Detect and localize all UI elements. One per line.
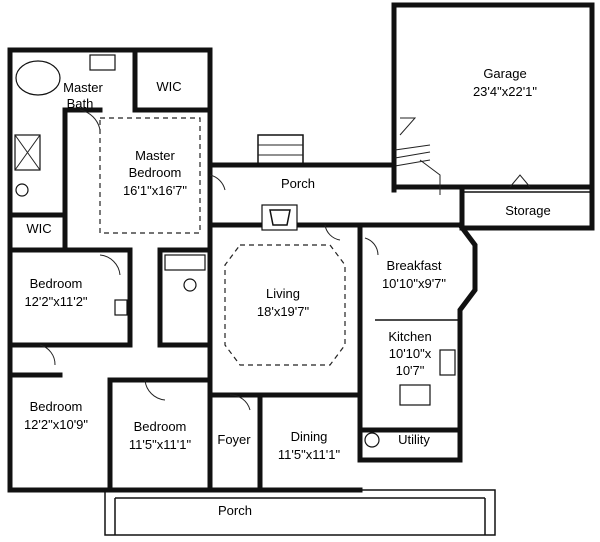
breakfast-dims: 10'10"x9'7"	[382, 276, 446, 291]
kitchen-name: Kitchen	[388, 329, 431, 344]
living-name: Living	[266, 286, 300, 301]
back-porch-name: Porch	[281, 176, 315, 191]
tub-icon	[15, 60, 61, 96]
dining-name: Dining	[291, 429, 328, 444]
living-dims: 18'x19'7"	[257, 304, 310, 319]
back-porch-steps	[257, 134, 304, 166]
front-porch-name: Porch	[218, 503, 252, 518]
bedroom-2-name: Bedroom	[30, 276, 83, 291]
bedroom-4-dims: 11'5"x11'1"	[129, 437, 192, 452]
foyer-name: Foyer	[217, 432, 251, 447]
garage-name: Garage	[483, 66, 526, 81]
master-bedroom-line1: Master	[135, 148, 175, 163]
kitchen-dims-line1: 10'10"x	[389, 346, 432, 361]
bath-toilet-icon	[183, 278, 197, 292]
front-porch	[104, 489, 496, 536]
garage-room	[391, 2, 595, 231]
doors	[39, 109, 379, 411]
stove-icon	[399, 384, 431, 406]
storage-name: Storage	[505, 203, 551, 218]
garage-dims: 23'4"x22'1"	[473, 84, 537, 99]
dining-dims: 11'5"x11'1"	[278, 447, 341, 462]
utility-name: Utility	[398, 432, 430, 447]
master-bedroom-line2: Bedroom	[129, 165, 182, 180]
interior-walls	[7, 47, 463, 493]
fireplace-icon	[261, 204, 298, 231]
fixtures	[14, 54, 456, 448]
ceiling-outlines	[99, 117, 346, 366]
master-bedroom-dims: 16'1"x16'7"	[123, 183, 187, 198]
wic-master-name: WIC	[156, 79, 181, 94]
breakfast-name: Breakfast	[387, 258, 442, 273]
kitchen-dims-line2: 10'7"	[396, 363, 425, 378]
water-heater-icon	[364, 432, 380, 448]
house-walls	[7, 47, 478, 493]
bedroom-3-name: Bedroom	[30, 399, 83, 414]
bedroom-2-dims: 12'2"x11'2"	[24, 294, 87, 309]
bedroom-3-dims: 12'2"x10'9"	[24, 417, 88, 432]
master-bath-line2: Bath	[67, 96, 94, 111]
master-bath-line1: Master	[63, 80, 103, 95]
toilet-icon	[15, 183, 29, 197]
bedroom-4-name: Bedroom	[134, 419, 187, 434]
sink-kitchen-icon	[439, 349, 456, 376]
sink-icon	[89, 54, 116, 71]
room-labels: Garage 23'4"x22'1" Storage Master Bath W…	[24, 66, 551, 518]
wic-small-name: WIC	[26, 221, 51, 236]
hvac-icon	[114, 299, 128, 316]
bath-tub-icon	[164, 254, 206, 271]
